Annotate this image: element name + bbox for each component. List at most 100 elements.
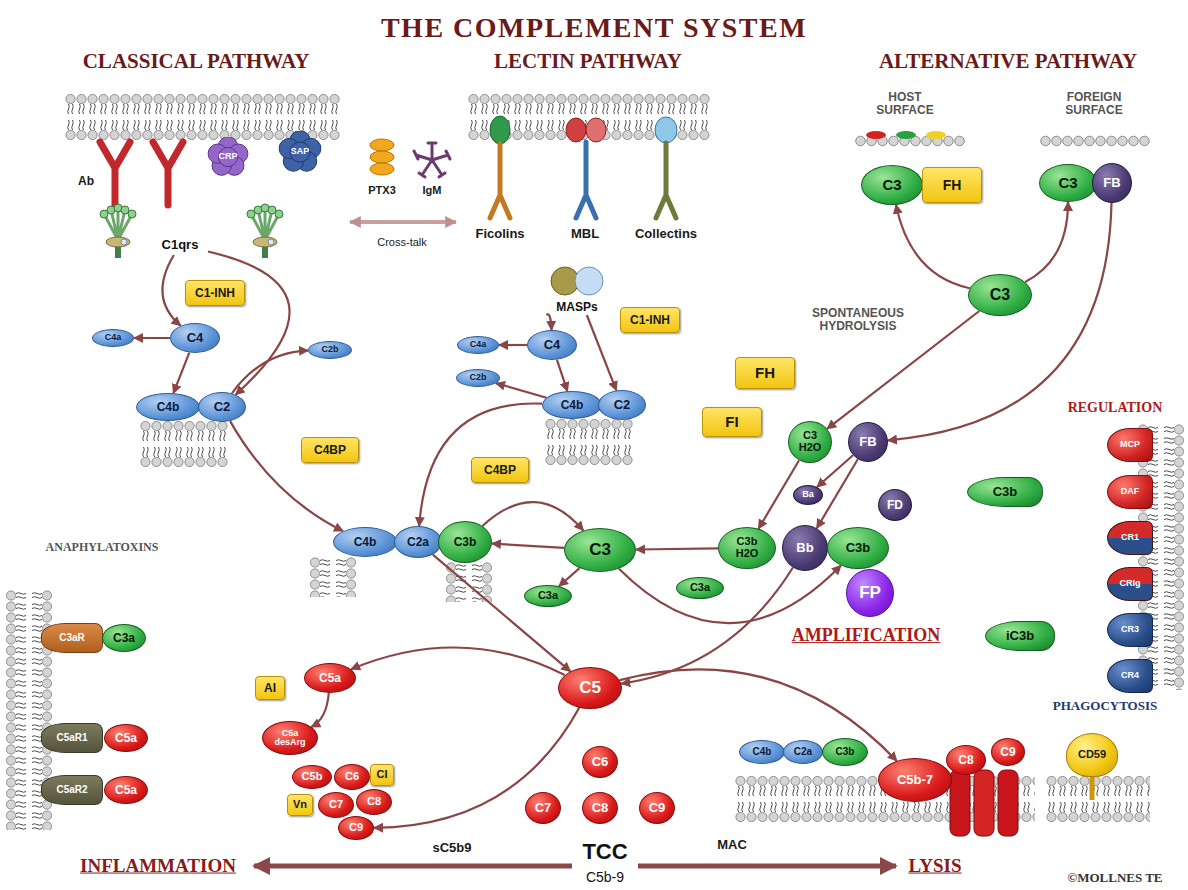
node-text: Ba (802, 490, 814, 499)
node-text: C3b H2O (734, 536, 760, 559)
reaction-arrow (496, 383, 547, 398)
node-text: C6 (592, 755, 609, 769)
complement-fragment: C4a (92, 329, 134, 347)
node-text: CRP (218, 152, 237, 161)
node-text: C3 H2O (797, 430, 823, 453)
node-text: C2 (214, 400, 231, 414)
node-text: C3b (454, 536, 477, 549)
receptor-label: Ficolins (475, 227, 524, 241)
node-text: C2a (407, 536, 429, 549)
factor-node: Bb (782, 525, 828, 571)
complement-protein: C3 (1039, 164, 1097, 202)
reaction-arrow (896, 205, 970, 288)
regulator-box: C4BP (471, 457, 529, 483)
node-text: C1-INH (195, 287, 235, 300)
pentraxin-cluster: SAP (273, 131, 327, 173)
complement-protein: C5a desArg (262, 721, 318, 755)
receptor: CRIg (1107, 567, 1153, 601)
reaction-arrow (374, 708, 579, 828)
complement-protein: C9 (991, 738, 1025, 766)
complement-protein: C4b (333, 527, 397, 557)
reaction-arrow (173, 353, 189, 394)
reaction-arrow (134, 337, 170, 339)
regulator-box: C4BP (301, 437, 359, 463)
node-text: Vn (293, 799, 307, 811)
node-text: iC3b (1006, 629, 1034, 643)
complement-fragment: C4a (457, 336, 499, 354)
node-text: C4b (561, 399, 584, 412)
node-text: C9 (649, 801, 666, 815)
complement-protein: C3a (524, 585, 572, 607)
factor-node: Ba (793, 485, 823, 505)
complement-protein: C2a (783, 740, 823, 764)
molecule-label: PTX3 (368, 184, 396, 196)
reaction-arrow (433, 555, 571, 672)
complement-fragment: C2b (308, 341, 352, 359)
complement-protein: C2a (394, 526, 442, 558)
complement-protein: C3a (676, 577, 724, 599)
receptor: CR4 (1107, 659, 1153, 693)
complement-protein: C6 (582, 746, 618, 778)
node-text: C8 (592, 801, 609, 815)
receptor-label: Collectins (635, 227, 697, 241)
reaction-arrow (351, 647, 565, 675)
complement-protein: C3 (861, 165, 923, 205)
node-text: FI (725, 414, 738, 430)
crosstalk-label: Cross-talk (377, 236, 427, 248)
node-text: Bb (796, 541, 813, 555)
complex-label-box: C1qrs (152, 235, 208, 255)
complement-fragment: C2b (456, 369, 500, 387)
node-text: MCP (1120, 440, 1140, 449)
node-text: C9 (1000, 746, 1015, 759)
node-text: C6 (345, 771, 359, 783)
complement-protein: C3b (827, 527, 889, 569)
node-text: C8 (367, 796, 381, 808)
section-heading: PHAGOCYTOSIS (1053, 699, 1158, 713)
copyright-note: ©MOLLNES TE (1067, 871, 1162, 885)
properdin-node: FP (846, 569, 894, 617)
complement-protein: C8 (356, 789, 392, 815)
node-text: C5aR2 (56, 785, 87, 796)
anaphylatoxin-receptor: C5aR1 (41, 723, 103, 753)
node-text: C4a (105, 333, 122, 342)
masp-complex: MASPs (542, 265, 612, 315)
node-text: C3a (690, 582, 710, 594)
node-text: MASPs (556, 301, 597, 314)
node-text: CD59 (1078, 749, 1106, 761)
complex-label: TCC (582, 840, 627, 864)
process-label: SPONTANEOUS HYDROLYSIS (802, 307, 914, 333)
factor-node: FB (1092, 163, 1132, 203)
regulator-box: C1-INH (620, 307, 680, 333)
complement-protein: C8 (582, 792, 618, 824)
node-text: C3a (113, 632, 135, 645)
complement-protein: C3 (564, 528, 636, 572)
node-text: C5a (319, 672, 341, 685)
complement-protein: C8 (946, 745, 986, 775)
node-text: C3b (846, 541, 871, 555)
pentraxin-cluster: CRP (205, 137, 251, 177)
node-text: C7 (329, 799, 343, 811)
node-text: C5a desArg (270, 729, 310, 748)
reaction-arrow (419, 404, 542, 526)
anaphylatoxin-receptor: C3aR (41, 623, 103, 653)
regulator-box: CI (370, 764, 394, 786)
outcome-heading: LYSIS (908, 856, 961, 877)
antibody-label: Ab (78, 175, 94, 188)
reaction-arrow (1025, 202, 1068, 282)
regulator-ligand: iC3b (985, 621, 1055, 651)
node-text: C2 (614, 398, 631, 412)
node-text: CR4 (1121, 671, 1139, 680)
complement-protein: C3 (968, 274, 1032, 316)
node-text: C3aR (59, 633, 85, 644)
node-text: C3b (836, 747, 855, 758)
complement-protein: C5 (558, 667, 622, 709)
complement-protein: C5b-7 (878, 758, 952, 802)
surface-label: HOST SURFACE (865, 91, 945, 117)
receptor: MCP (1107, 428, 1153, 462)
node-text: C4BP (314, 444, 346, 457)
complement-protein: C4 (527, 330, 577, 360)
regulator-box: Vn (287, 794, 313, 816)
reaction-arrow (587, 315, 617, 390)
node-text: C2b (321, 345, 338, 354)
node-text: C5b (302, 771, 323, 783)
